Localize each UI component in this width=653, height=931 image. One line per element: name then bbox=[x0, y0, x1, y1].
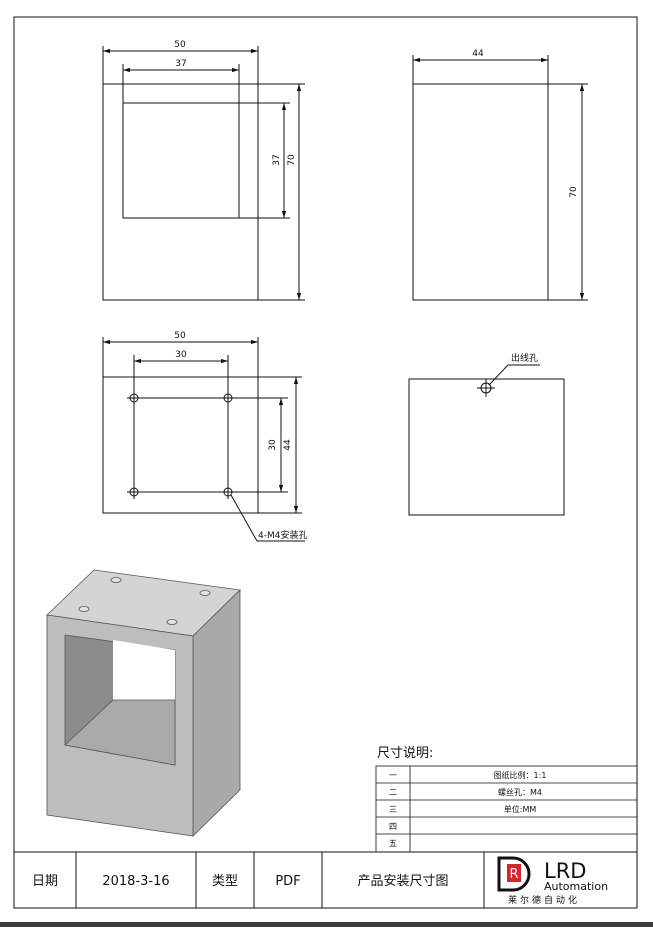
type-value: PDF bbox=[275, 874, 300, 889]
side-dim-70: 70 bbox=[569, 186, 579, 198]
front-view bbox=[102, 46, 305, 301]
front-dim-37v: 37 bbox=[272, 154, 282, 165]
note-index: 五 bbox=[389, 839, 397, 848]
type-label: 类型 bbox=[212, 874, 238, 889]
logo-subtitle: Automation bbox=[544, 880, 608, 893]
outlet-callout-leader bbox=[488, 364, 540, 386]
top-view bbox=[102, 337, 305, 542]
box-hole bbox=[199, 590, 211, 596]
box-hole bbox=[166, 619, 178, 625]
logo-initials: LRD bbox=[544, 859, 586, 883]
drawing-title: 产品安装尺寸图 bbox=[357, 874, 448, 889]
company-logo: R LRD Automation 莱尔德自动化 bbox=[497, 856, 608, 906]
top-dim-50: 50 bbox=[174, 331, 186, 341]
notes-rows: 一 图纸比例：1:1 二 螺丝孔：M4 三 单位:MM 四 五 bbox=[389, 770, 546, 848]
front-dim-50: 50 bbox=[174, 40, 186, 50]
logo-mark-letter: R bbox=[509, 867, 518, 882]
side-view bbox=[412, 55, 588, 301]
note-text: 单位:MM bbox=[504, 804, 537, 814]
hole-callout-leader bbox=[230, 494, 305, 542]
front-window-rect bbox=[122, 102, 240, 219]
date-value: 2018-3-16 bbox=[102, 874, 169, 889]
note-text: 图纸比例：1:1 bbox=[494, 770, 547, 780]
note-index: 三 bbox=[389, 805, 397, 814]
bottom-view bbox=[408, 364, 565, 516]
top-dim-30: 30 bbox=[175, 350, 187, 360]
front-dim-37: 37 bbox=[175, 59, 186, 69]
box-window-floor bbox=[64, 699, 176, 766]
top-hole-pattern-rect bbox=[133, 397, 229, 493]
box-window-opening bbox=[113, 640, 175, 700]
side-outer-rect bbox=[412, 83, 549, 301]
outlet-callout-label: 出线孔 bbox=[511, 352, 538, 364]
bottom-outer-rect bbox=[408, 378, 565, 516]
logo-mark-d bbox=[497, 856, 531, 892]
notes-title: 尺寸说明: bbox=[377, 746, 433, 761]
note-text: 螺丝孔：M4 bbox=[498, 787, 542, 797]
front-dim-70: 70 bbox=[287, 154, 297, 166]
note-index: 四 bbox=[389, 822, 397, 831]
box-hole bbox=[110, 577, 122, 583]
side-dim-44: 44 bbox=[472, 49, 484, 59]
date-label: 日期 bbox=[32, 874, 58, 889]
top-dim-30v: 30 bbox=[268, 439, 278, 451]
top-outer-rect bbox=[102, 376, 259, 514]
box-hole bbox=[78, 606, 90, 612]
note-index: 一 bbox=[389, 771, 397, 780]
logo-mark-red bbox=[507, 864, 521, 882]
drawing-frame bbox=[13, 16, 638, 909]
note-index: 二 bbox=[389, 788, 397, 797]
front-outer-rect bbox=[102, 83, 259, 301]
title-block bbox=[14, 851, 637, 908]
bottom-edge-bar bbox=[0, 922, 653, 927]
hole-callout-label: 4-M4安装孔 bbox=[258, 529, 307, 541]
isometric-box bbox=[46, 569, 241, 837]
top-dim-44: 44 bbox=[283, 439, 293, 451]
logo-company-name: 莱尔德自动化 bbox=[508, 894, 580, 906]
